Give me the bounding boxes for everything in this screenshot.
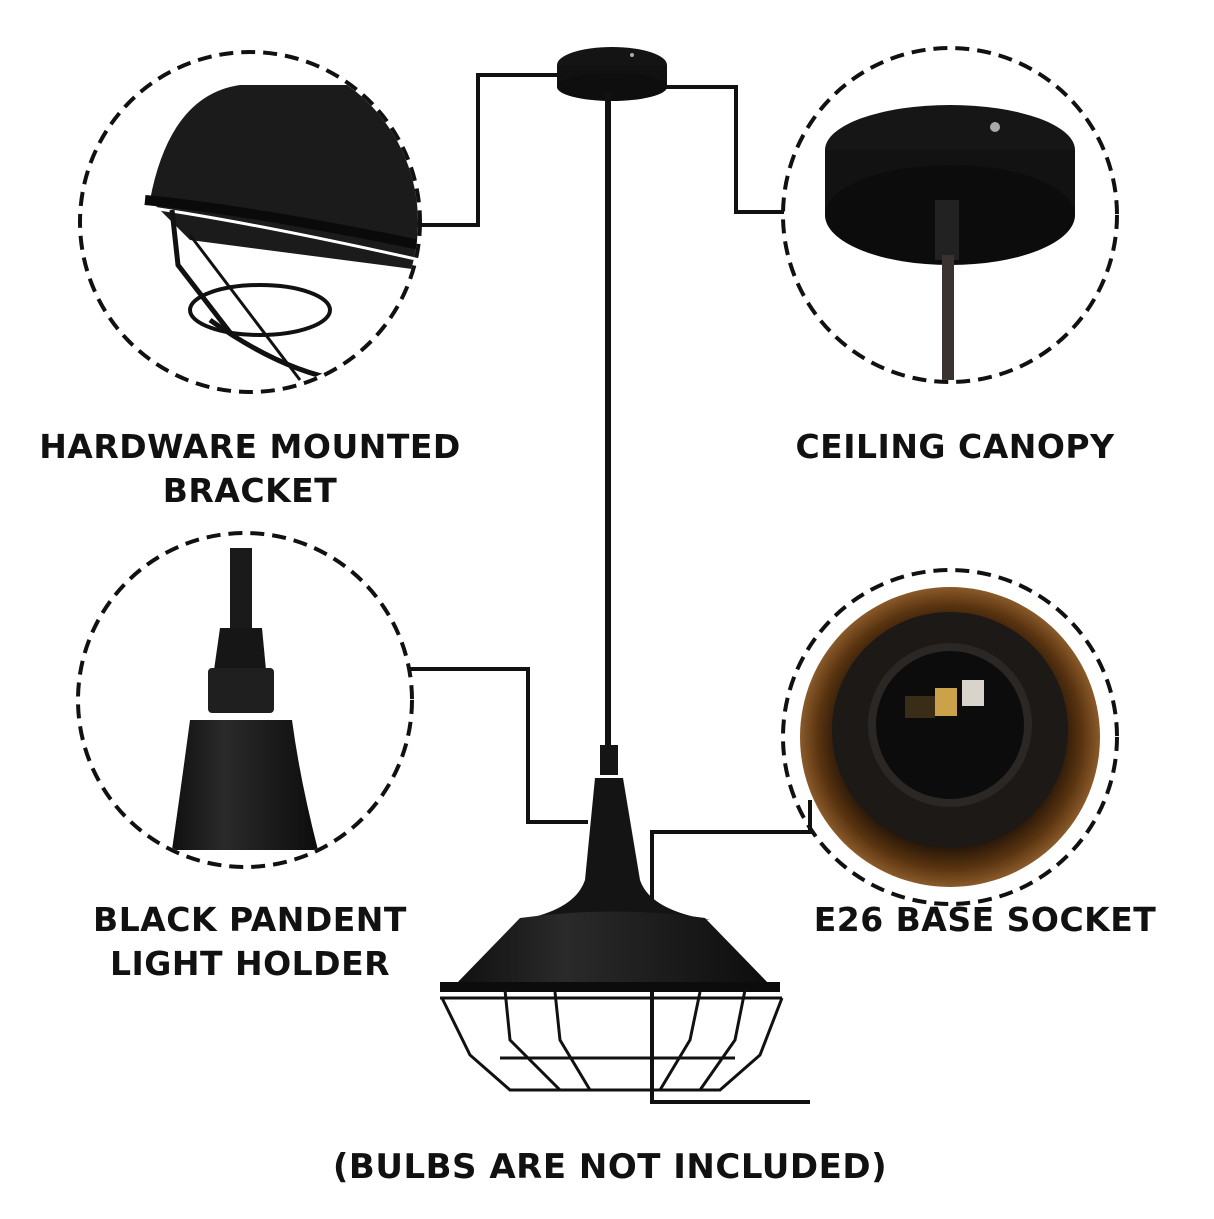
canopy-detail-image <box>825 105 1075 380</box>
callout-hardware-mounted-bracket: HARDWARE MOUNTED BRACKET <box>20 425 480 513</box>
callout-line: BLACK PANDENT <box>93 900 407 939</box>
callout-line: CEILING CANOPY <box>795 427 1115 466</box>
socket-detail-image <box>800 587 1100 887</box>
callout-line: BRACKET <box>162 471 338 510</box>
callout-line: HARDWARE MOUNTED <box>39 427 461 466</box>
callout-ceiling-canopy: CEILING CANOPY <box>760 425 1150 469</box>
callout-line: E26 BASE SOCKET <box>813 900 1157 939</box>
callout-e26-base-socket: E26 BASE SOCKET <box>790 898 1180 942</box>
footnote-bulbs-not-included: (BULBS ARE NOT INCLUDED) <box>300 1145 920 1189</box>
callout-line: LIGHT HOLDER <box>109 944 391 983</box>
connector-lines <box>408 73 812 1104</box>
callout-black-pendant-light-holder: BLACK PANDENT LIGHT HOLDER <box>40 898 460 986</box>
footnote-text: (BULBS ARE NOT INCLUDED) <box>332 1147 888 1187</box>
pendant-lamp-illustration <box>440 47 784 1092</box>
detail-circle-outlines <box>76 46 1119 906</box>
bracket-detail-image <box>144 85 418 383</box>
holder-detail-image <box>172 548 318 850</box>
